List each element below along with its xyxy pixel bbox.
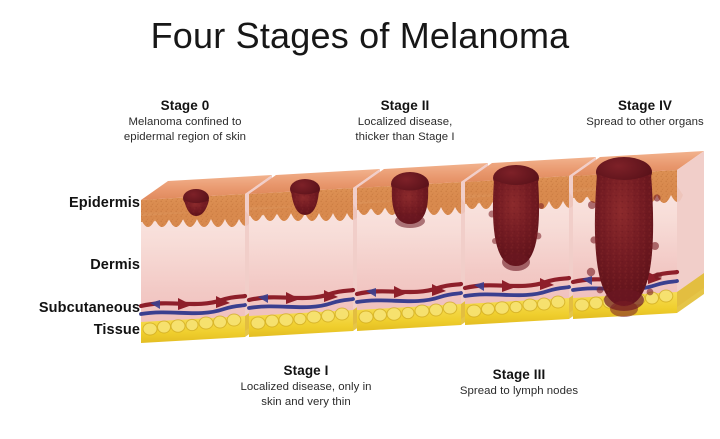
stage-caption-stage-3: Stage III Spread to lymph nodes bbox=[422, 366, 616, 399]
blood-vessels bbox=[462, 275, 572, 298]
blood-vessels bbox=[246, 287, 356, 310]
skin-block-stage-4 bbox=[570, 151, 704, 319]
stage-4-desc-line1: Spread to other organs bbox=[586, 116, 704, 128]
stage-1-desc-line1: Localized disease, only in bbox=[240, 381, 372, 393]
tumor-stage-2 bbox=[391, 172, 429, 228]
stage-1-title: Stage I bbox=[283, 363, 329, 378]
stage-caption-stage-1: Stage I Localized disease, only in skin … bbox=[206, 362, 406, 409]
stage-0-title: Stage 0 bbox=[160, 98, 210, 113]
layer-label-epidermis: Epidermis bbox=[68, 195, 140, 211]
stage-2-title: Stage II bbox=[380, 98, 430, 113]
stage-0-description: Melanoma confined to epidermal region of… bbox=[100, 115, 270, 144]
layer-label-subcutaneous-line1: Subcutaneous bbox=[38, 300, 140, 316]
stage-3-desc-line1: Spread to lymph nodes bbox=[459, 385, 579, 397]
stage-1-desc-line2: skin and very thin bbox=[261, 395, 351, 408]
stage-0-desc-line1: Melanoma confined to bbox=[128, 116, 242, 128]
tumor-stage-0 bbox=[183, 189, 209, 216]
stage-2-description: Localized disease, thicker than Stage I bbox=[330, 115, 480, 144]
stage-caption-stage-2: Stage II Localized disease, thicker than… bbox=[330, 97, 480, 144]
tumor-stage-3 bbox=[488, 165, 544, 271]
stage-2-desc-line1: Localized disease, bbox=[357, 116, 453, 128]
stage-caption-stage-0: Stage 0 Melanoma confined to epidermal r… bbox=[100, 97, 270, 144]
stage-4-title: Stage IV bbox=[617, 98, 673, 113]
page-title: Four Stages of Melanoma bbox=[150, 15, 570, 56]
stage-1-description: Localized disease, only in skin and very… bbox=[206, 380, 406, 409]
stage-3-title: Stage III bbox=[492, 367, 546, 382]
layer-label-subcutaneous: Subcutaneous Tissue bbox=[0, 297, 140, 341]
stage-2-desc-line2: thicker than Stage I bbox=[355, 130, 455, 143]
skin-block-stage-3 bbox=[462, 157, 596, 325]
stage-0-desc-line2: epidermal region of skin bbox=[123, 130, 247, 143]
stage-4-description: Spread to other organs bbox=[570, 115, 720, 130]
tumor-stage-4 bbox=[586, 157, 662, 317]
skin-block-stage-2 bbox=[354, 163, 488, 331]
blood-vessels bbox=[354, 281, 464, 304]
stage-caption-stage-4: Stage IV Spread to other organs bbox=[570, 97, 720, 130]
layer-label-dermis: Dermis bbox=[90, 257, 140, 273]
tumor-stage-1 bbox=[290, 179, 320, 215]
layer-label-subcutaneous-line2: Tissue bbox=[93, 322, 140, 338]
stage-3-description: Spread to lymph nodes bbox=[422, 384, 616, 399]
blood-vessels bbox=[138, 293, 248, 316]
